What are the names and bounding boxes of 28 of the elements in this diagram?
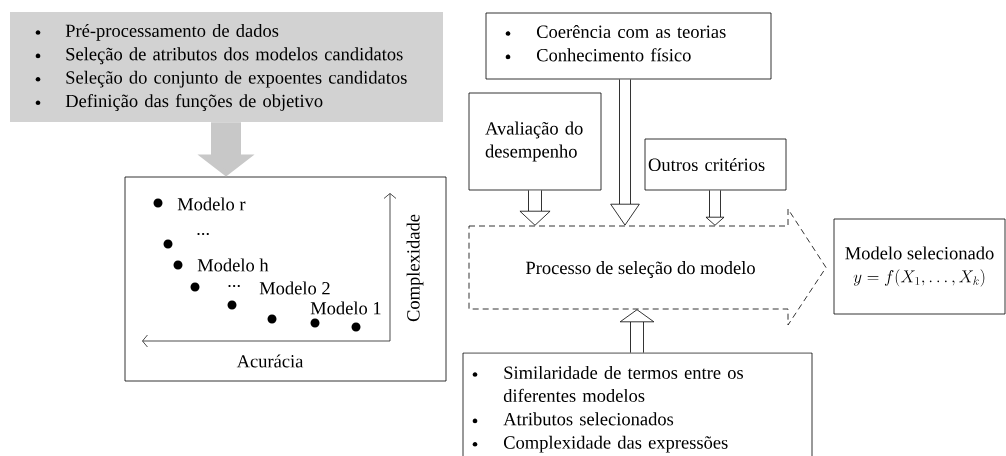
axis-label: Complexidade [406, 214, 424, 322]
ellipsis: ... [197, 232, 209, 236]
block-arrow [619, 309, 655, 353]
plot-label: Modelo 2 [259, 281, 330, 295]
list-item: Seleção de atributos dos modelos candidatos [66, 47, 403, 65]
result-box: Modelo selecionado $y = f(X_1,\ldots,X_k)$ [833, 218, 1006, 315]
criteria-box: Outros critérios [644, 138, 787, 191]
block-arrow [705, 190, 725, 226]
list-item: Coerência com as teorias [536, 24, 726, 38]
list-item: Definição das funções de objetivo [65, 93, 323, 111]
plot-label: Modelo r [177, 197, 246, 211]
input-box [10, 12, 443, 122]
list-item: Seleção do conjunto de expoentes candidatos [66, 70, 407, 88]
criteria-box: Avaliação do desempenho [468, 92, 602, 191]
block-arrow [610, 79, 640, 226]
ellipsis: ... [228, 284, 240, 288]
list-item: Complexidade das expressões [503, 435, 728, 453]
axis-label: Acurácia [236, 354, 304, 368]
pareto-plot-box [124, 176, 447, 382]
list-item: Similaridade de termos entre os diferentes modelos [503, 365, 743, 402]
block-arrow [519, 190, 551, 226]
plot-label: Modelo 1 [310, 301, 381, 315]
plot-label: Modelo h [197, 258, 269, 272]
list-item: Pré-processamento de dados [65, 23, 279, 41]
list-item: Atributos selecionados [503, 412, 674, 426]
criteria-box [462, 352, 813, 456]
criteria-box [485, 12, 772, 80]
list-item: Conhecimento físico [536, 48, 691, 62]
